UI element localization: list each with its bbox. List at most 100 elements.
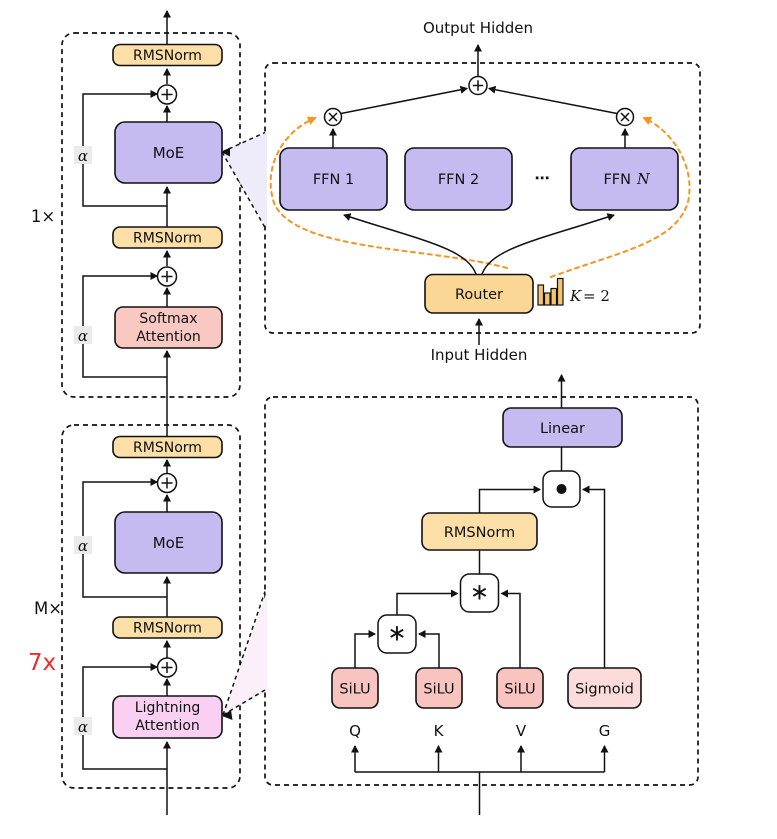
attention-callout-wedge [223,591,267,715]
rmsnorm-label: RMSNorm [133,440,202,456]
hybrid-block-softmax-container [61,32,241,398]
ffn2-box [404,147,513,211]
softmax-attention-box [114,306,223,349]
ellipsis-label: ⋯ [535,169,550,187]
moe-panel-container [264,62,701,334]
elementwise-mul-icon [459,573,500,613]
gate-to-dot-arrow [582,485,606,668]
mul-glyph: ∗ [387,621,406,647]
moe-callout-arrowhead [221,147,230,157]
alpha-labels: α α α α [74,146,92,736]
silu-label: SiLU [504,682,535,698]
silu-label: SiLU [423,682,454,698]
alpha-label: α [78,718,88,736]
rmsnorm-label: RMSNorm [133,231,202,247]
rmsnorm-box [112,435,223,459]
router-box [424,273,534,314]
lightning-attention-label-2: Attention [135,718,200,734]
hist-bar [550,287,558,306]
silu-v-box [496,667,544,709]
alpha-label: α [78,327,88,345]
hybrid-block-lightning-container [61,424,241,789]
plus-glyph [472,80,484,91]
output-hidden-label: Output Hidden [423,19,533,37]
moe-box [114,511,223,574]
top-transformer-block: RMSNorm MoE RMSNorm Softmax Attention [112,43,223,349]
times-glyph [328,112,338,122]
softmax-attention-label-2: Attention [136,329,201,345]
plus-glyph [161,477,173,489]
alpha-bg [74,146,92,164]
moe-callout-wedge [222,132,267,228]
plus-glyph [161,662,173,673]
q-label: Q [349,722,361,740]
moe-detail-panel: Output Hidden FFN 1 FFN 2 ⋯ FFN N Router [221,19,701,364]
hist-bar [543,292,551,306]
bottom-transformer-block: RMSNorm MoE RMSNorm Lightning Attention [112,435,223,739]
lightning-attention-detail-panel: Linear RMSNorm ∗ ∗ SiLU SiLU SiLU Sigmoi… [222,374,699,815]
sigmoid-box [567,667,642,709]
plus-glyph [161,271,173,282]
v-label: V [516,722,527,740]
silu-label: SiLU [339,682,370,698]
repeat-label-1x: 1× [31,207,55,226]
rmsnorm-label: RMSNorm [133,48,202,64]
router-to-ffnn-arrow [481,213,615,275]
softmax-attention-label-1: Softmax [139,311,197,327]
g-label: G [599,722,611,740]
moe-label: MoE [153,144,185,162]
router-label: Router [455,287,503,303]
lightning-attention-box [112,695,223,739]
repeat-label-mx: M× [34,599,62,618]
alpha-bg [74,717,92,735]
dot-glyph [556,484,567,494]
ffn-n-box [570,147,679,211]
attention-callout-arrowhead [222,710,233,720]
rmsnorm-box [112,43,223,67]
topk-label-var: K [569,287,582,305]
moe-label: MoE [153,534,185,552]
rmsnorm-box [112,226,223,249]
mul-glyph: ∗ [470,580,489,606]
ffn-n-label-prefix: FFN [603,172,631,188]
k-label: K [434,722,445,740]
router-weight-path-right [550,116,691,278]
router-to-ffn1-arrow [343,213,477,275]
alpha-label: α [78,537,88,555]
ffn1-label: FFN 1 [313,172,354,188]
attention-callout-edge-top [222,591,266,716]
silu-k-box [415,667,463,709]
rmsnorm-label: RMSNorm [444,525,515,541]
attention-panel-container [264,396,699,786]
topk-histogram-icon [537,277,564,306]
router-weight-path-left [269,116,508,269]
topk-label-value: = 2 [583,287,610,305]
linear-box [502,407,623,448]
alpha-bg [74,536,92,554]
mul-right-to-sum-arrow [488,85,618,115]
k-to-mul-arrow [418,630,440,668]
v-to-mul-arrow [500,589,521,668]
q-to-mul-arrow [354,630,376,668]
alpha-label: α [78,147,88,165]
plus-glyph [161,89,173,100]
ffn-n-label-var: N [636,172,651,188]
mul-left-to-sum-arrow [340,85,468,115]
qk-to-mul-arrow [396,589,459,615]
silu-q-box [331,667,379,709]
repeat-annotation-7x: 7x [28,650,56,676]
norm-to-dot-arrow [478,485,541,513]
sigmoid-label: Sigmoid [575,682,634,698]
input-hidden-label: Input Hidden [431,346,528,364]
hist-bar [556,277,564,306]
lightning-attention-label-1: Lightning [135,700,200,716]
rmsnorm-box [112,616,223,639]
ffn1-box [279,147,388,211]
times-glyph [620,112,630,122]
hist-bar [537,284,545,306]
left-column: α α α α 1× M× 7x RMSNorm MoE RMSNorm Sof… [28,10,241,815]
rmsnorm-label: RMSNorm [133,621,202,637]
ffn2-label: FFN 2 [438,172,479,188]
